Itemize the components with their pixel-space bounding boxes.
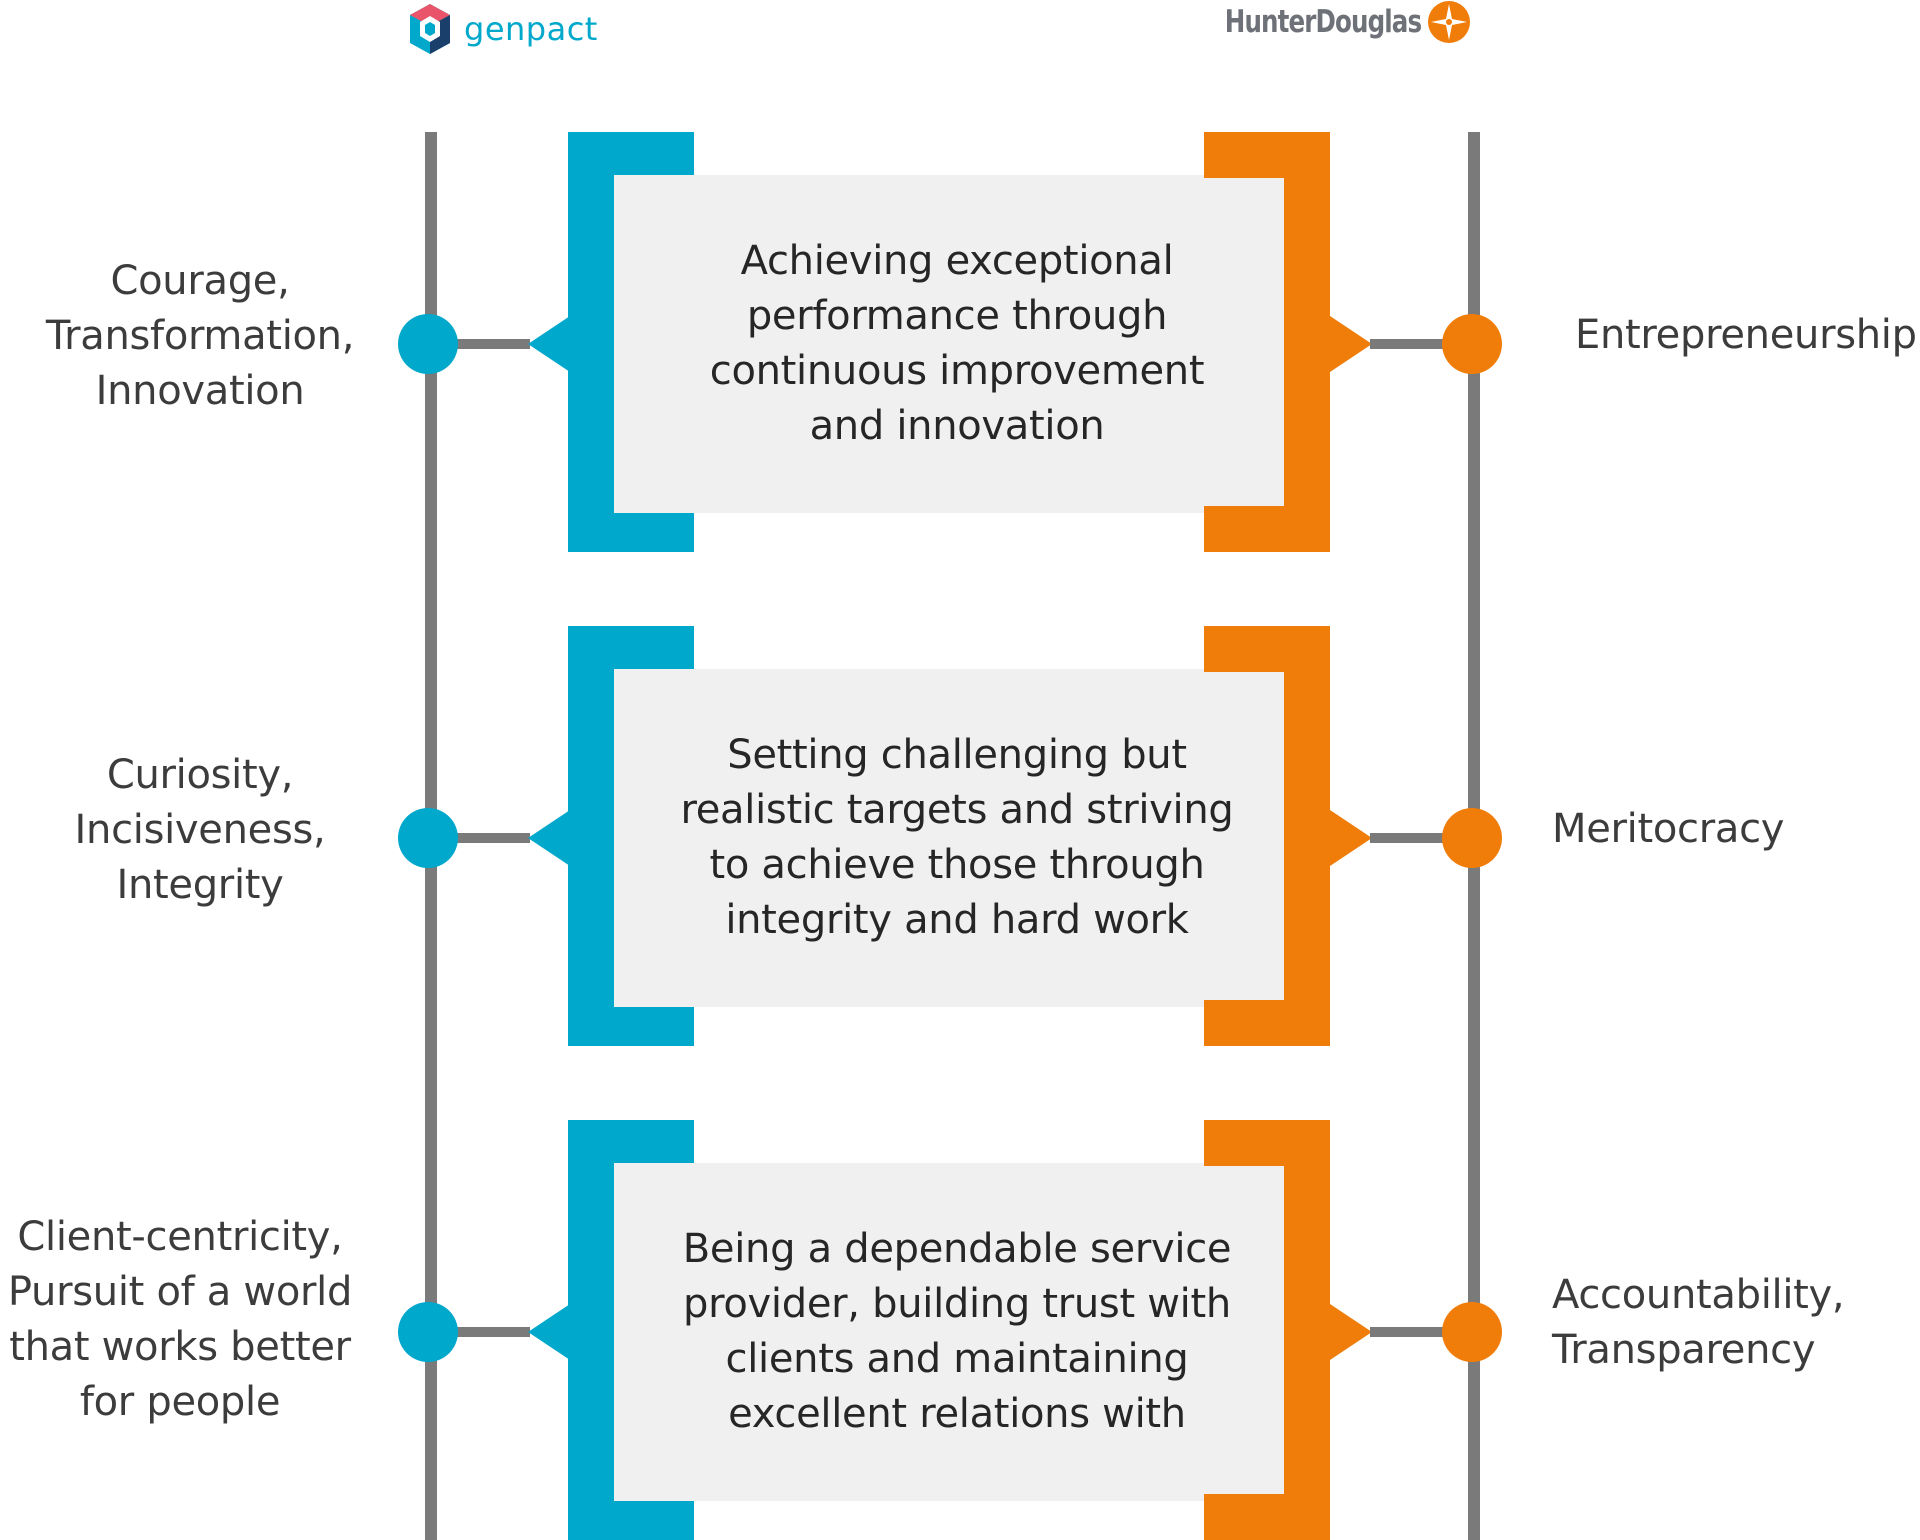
hunter-douglas-wordmark: HunterDouglas xyxy=(1224,4,1422,40)
shared-value-box: Being a dependable service provider, bui… xyxy=(614,1163,1300,1501)
genpact-node-dot xyxy=(398,1302,458,1362)
hunter-douglas-value-label: Meritocracy xyxy=(1552,806,1785,852)
hunter-douglas-bracket xyxy=(1204,132,1330,552)
hunter-douglas-star-icon xyxy=(1428,1,1471,43)
hunter-douglas-logo: HunterDouglas xyxy=(1198,0,1471,44)
genpact-bracket xyxy=(568,626,694,1046)
genpact-value-label: Courage, Transformation, Innovation xyxy=(45,258,355,414)
genpact-value-label: Curiosity, Incisiveness, Integrity xyxy=(74,752,326,908)
left-connector-line xyxy=(430,1327,530,1337)
left-bracket-pointer xyxy=(528,316,570,372)
genpact-node-dot xyxy=(398,808,458,868)
right-connector-line xyxy=(1370,1327,1470,1337)
right-bracket-pointer xyxy=(1330,1304,1372,1360)
shared-value-box: Setting challenging but realistic target… xyxy=(614,669,1300,1007)
shared-value-text: Achieving exceptional performance throug… xyxy=(709,238,1205,449)
genpact-wordmark: genpact xyxy=(464,10,598,48)
hunter-douglas-node-dot xyxy=(1442,808,1502,868)
right-connector-line xyxy=(1370,339,1470,349)
left-bracket-pointer xyxy=(528,1304,570,1360)
left-connector-line xyxy=(430,339,530,349)
hunter-douglas-node-dot xyxy=(1442,1302,1502,1362)
genpact-g-icon xyxy=(410,4,450,54)
hunter-douglas-value-label: Entrepreneurship xyxy=(1575,312,1917,358)
left-connector-line xyxy=(430,833,530,843)
right-connector-line xyxy=(1370,833,1470,843)
genpact-bracket xyxy=(568,132,694,552)
genpact-logo: genpact xyxy=(408,2,598,56)
shared-value-text: Being a dependable service provider, bui… xyxy=(682,1226,1232,1437)
shared-value-box: Achieving exceptional performance throug… xyxy=(614,175,1300,513)
genpact-value-label: Client-centricity, Pursuit of a world th… xyxy=(7,1214,353,1425)
shared-value-text: Setting challenging but realistic target… xyxy=(680,732,1234,943)
hunter-douglas-value-label: Accountability, Transparency xyxy=(1552,1272,1845,1373)
right-bracket-pointer xyxy=(1330,810,1372,866)
hunter-douglas-bracket xyxy=(1204,1120,1330,1540)
genpact-node-dot xyxy=(398,314,458,374)
left-bracket-pointer xyxy=(528,810,570,866)
hunter-douglas-bracket xyxy=(1204,626,1330,1046)
right-bracket-pointer xyxy=(1330,316,1372,372)
hunter-douglas-node-dot xyxy=(1442,314,1502,374)
